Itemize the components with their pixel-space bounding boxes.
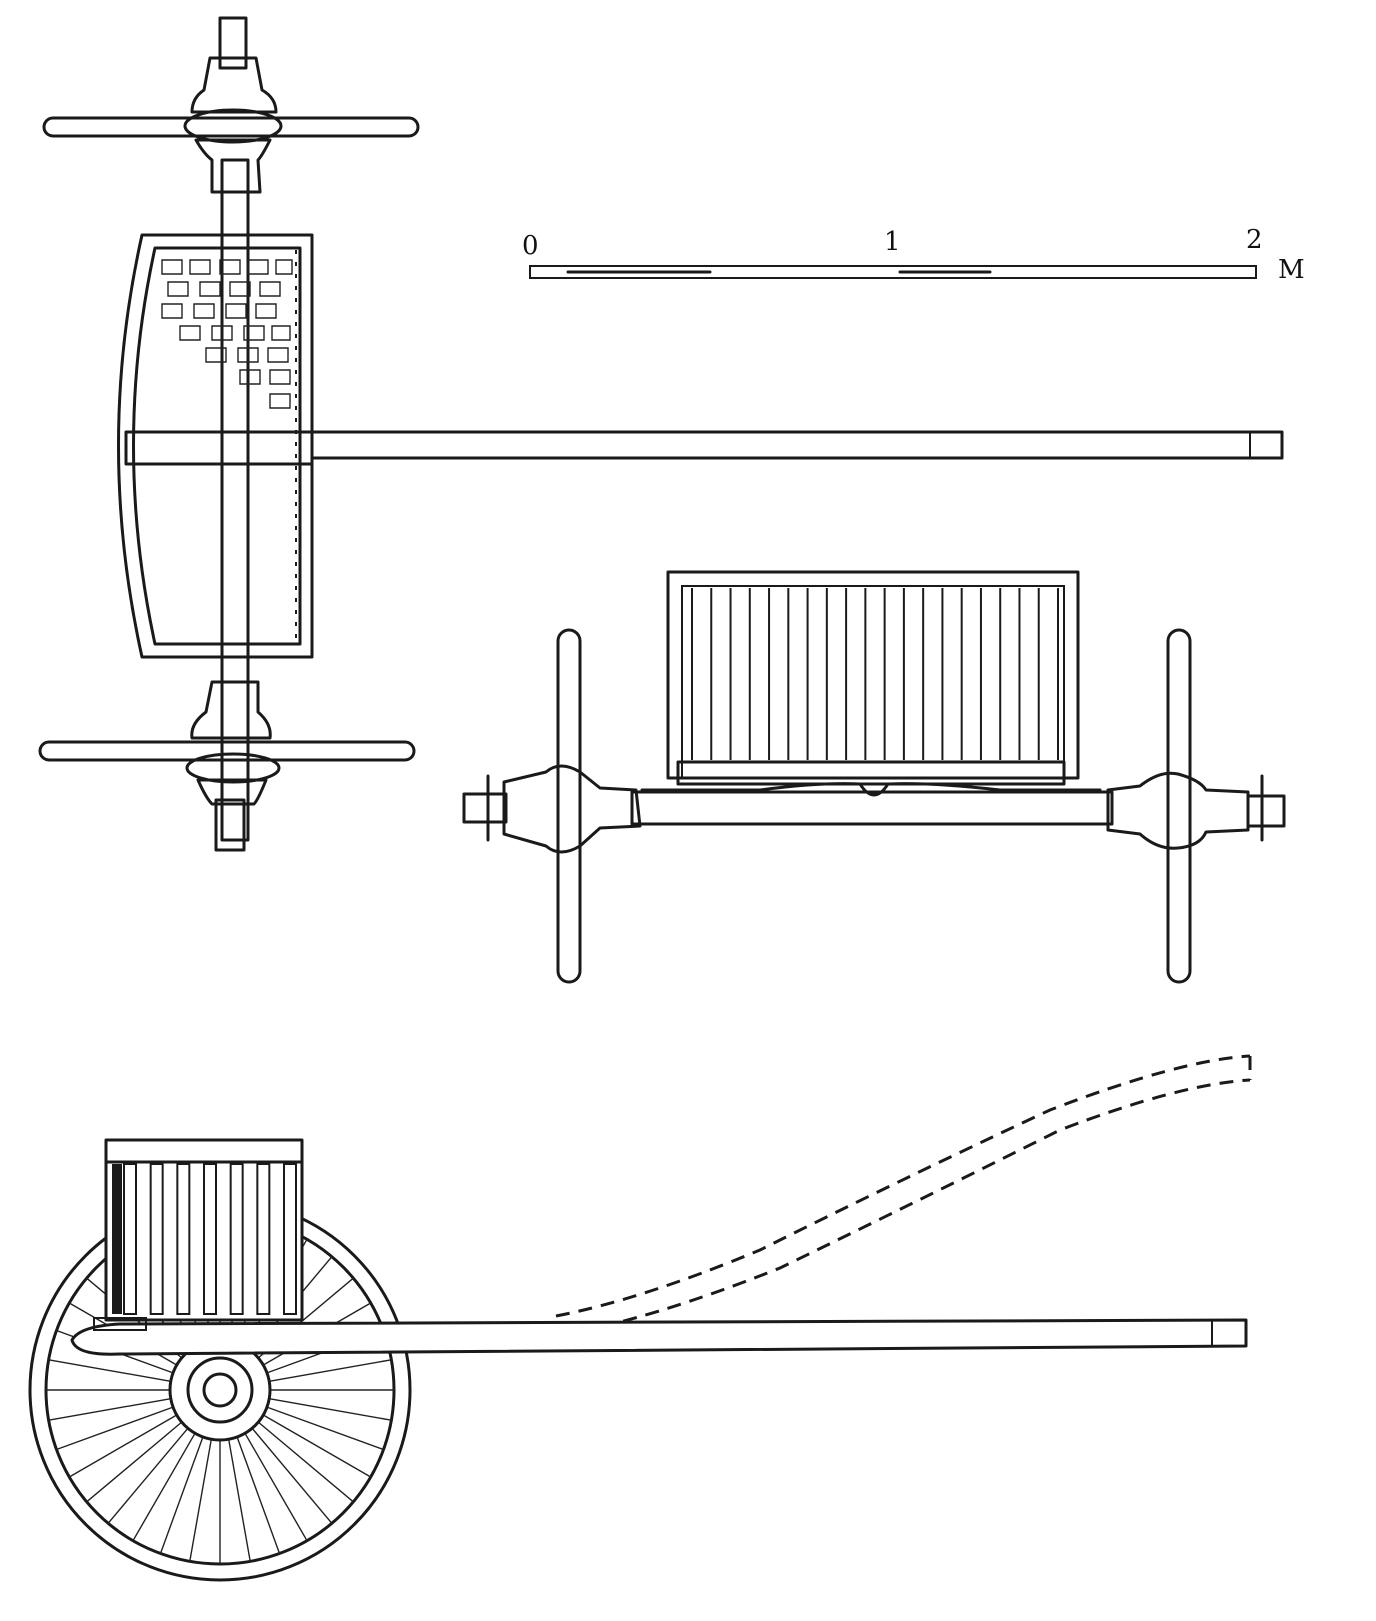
hub-top-outer [190,56,278,114]
box-post [149,1163,164,1315]
hub-left [502,764,642,854]
wheel-spoke [107,1427,189,1524]
box-side-dark-post [112,1164,122,1314]
axle-cap-left [462,792,508,824]
scale-tick-2: 2 [1246,225,1263,255]
wheel-spoke [68,1414,178,1478]
wheel-spoke [269,1359,392,1383]
box-post [229,1163,244,1315]
wheel-spoke [244,1432,308,1542]
box-plan-outer [117,233,314,659]
scale-tick-1: 1 [884,227,901,257]
wheel-spoke [251,1427,333,1524]
scale-tick-0: 0 [522,231,539,261]
rear-view [462,570,1286,984]
wheel-rear-left [556,628,582,984]
hub-right [1106,771,1250,850]
wheel-bottom [38,740,416,762]
box-posts [123,1163,297,1315]
box-post [203,1163,217,1315]
woven-floor [161,259,293,409]
pole-bracket [93,1317,147,1331]
side-view [28,1054,1252,1582]
axle-rear [630,790,1114,826]
axle-end-bottom [214,798,246,852]
wheel-spoke [266,1406,384,1451]
draft-pole-raised-lower [555,1078,1251,1338]
wheel-spoke [48,1397,171,1421]
wheel-spoke [132,1432,196,1542]
axle-end-top [218,16,248,70]
wheel-rear-right [1166,628,1192,984]
wheel-spoke [56,1406,174,1451]
box-post [283,1163,297,1315]
box-post [256,1163,271,1315]
hub-bottom-inner [190,680,272,740]
axle-cap-right [1246,794,1286,828]
hub-bottom-center [185,752,281,784]
axle [220,158,250,842]
scale-bar-rect [529,265,1257,279]
wheel-top [42,116,420,138]
box-rear-inner [681,585,1065,779]
scale-unit: M [1278,255,1305,285]
box-slats [691,588,1059,760]
wheel-spoke [269,1397,392,1421]
hub-top-center [183,108,283,144]
plan-view [38,16,1284,852]
box-post [123,1163,137,1315]
wheel-spoke [48,1359,171,1383]
draft-pole-side [70,1318,1248,1356]
crossbeam [124,430,314,466]
wheel-hub-middle [186,1356,254,1424]
wheel-spoke [86,1421,183,1503]
wheel-spoke [189,1439,213,1562]
scale-bar: 0 1 2 M [522,225,1305,285]
wheel-hub-axle [202,1372,238,1408]
box-plan-inner [132,246,302,646]
axle-saddle [640,782,1102,797]
draft-pole-raised-upper [555,1054,1251,1318]
wheel-spoke [159,1436,204,1554]
hub-top-inner [194,138,272,194]
box-rear-outer [666,570,1080,780]
box-floor-rear [676,760,1066,786]
box-post [176,1163,191,1315]
wheel-spoke [257,1421,354,1503]
wheel-spoke [262,1414,372,1478]
wheel-spoke [236,1436,281,1554]
wheel-spoke [227,1439,251,1562]
hub-bottom-outer [196,778,268,806]
draft-pole-plan [310,430,1284,460]
